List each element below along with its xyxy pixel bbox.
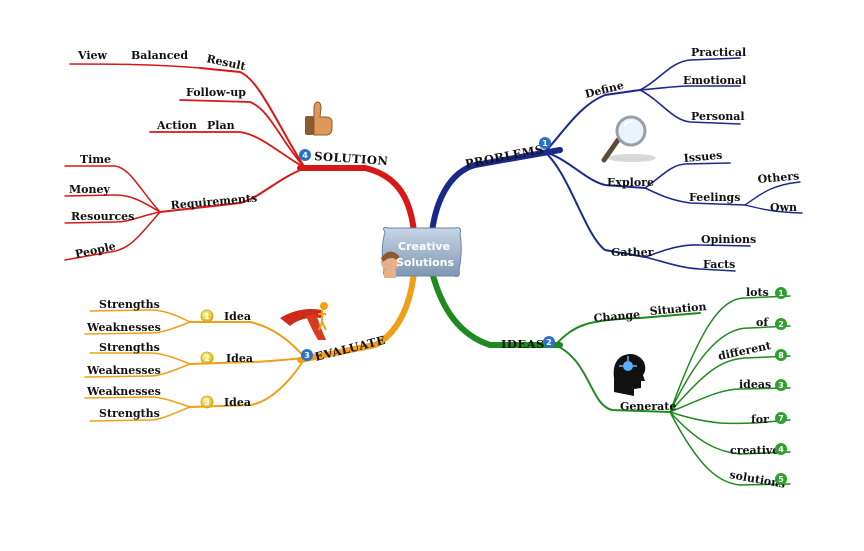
requirements-label[interactable]: Requirements [170,191,258,212]
feelings-label[interactable]: Feelings [689,191,740,204]
svg-text:2: 2 [204,354,210,363]
define-item[interactable]: Personal [691,110,745,123]
solution-title[interactable]: SOLUTION [314,149,389,168]
center-title-line1: Creative [398,240,450,253]
gather-item[interactable]: Facts [703,258,735,271]
action-label[interactable]: Action [156,119,197,132]
generate-label[interactable]: Generate [620,400,676,413]
problems-main-stroke [429,147,563,235]
requirement-item[interactable]: Resources [71,210,134,223]
center-node[interactable]: Creative Solutions [381,227,462,279]
svg-text:2: 2 [546,338,552,347]
thinker-head-icon [381,251,399,278]
idea-item[interactable]: Strengths [99,341,160,354]
svg-text:creative: creative [730,444,779,457]
situation-label[interactable]: Situation [649,300,707,318]
followup-label[interactable]: Follow-up [186,86,246,99]
evaluate-badge: 3 [301,349,313,361]
problems-branch [429,57,803,272]
svg-text:3: 3 [778,381,784,390]
generate-item[interactable]: creative 4 [730,443,787,457]
ideas-main-stroke [429,269,563,348]
svg-text:of: of [756,316,769,329]
magnifying-glass-icon [601,115,656,163]
svg-text:2: 2 [778,320,784,329]
idea-item[interactable]: Strengths [99,298,160,311]
requirement-item[interactable]: Money [69,183,111,196]
svg-text:Idea: Idea [226,352,253,365]
solution-branch [64,63,417,261]
evaluate-main-stroke [297,269,417,363]
generate-item[interactable]: of 2 [756,316,787,330]
idea-node[interactable]: 3 Idea [200,395,251,409]
ideas-title[interactable]: IDEAS [501,337,545,351]
solution-badge: 4 [299,149,311,161]
gather-item[interactable]: Opinions [701,233,756,246]
issues-label[interactable]: Issues [683,149,723,165]
idea-item[interactable]: Weaknesses [86,321,161,334]
thumbs-up-icon [305,101,333,136]
change-label[interactable]: Change [593,308,641,325]
svg-text:Idea: Idea [224,310,251,323]
plan-label[interactable]: Plan [207,119,235,132]
svg-text:7: 7 [778,414,784,423]
evaluate-branch [84,269,417,422]
svg-text:3: 3 [304,351,310,360]
idea-item[interactable]: Strengths [99,407,160,420]
svg-text:4: 4 [302,151,308,160]
idea-item[interactable]: Weaknesses [86,364,161,377]
svg-text:Idea: Idea [224,396,251,409]
ideas-badge: 2 [543,336,555,348]
svg-text:1: 1 [542,139,548,148]
gather-label[interactable]: Gather [611,246,654,259]
generate-item[interactable]: solutions 5 [728,468,787,491]
svg-text:different: different [717,339,773,363]
idea-node[interactable]: 1 Idea [200,309,251,323]
define-item[interactable]: Practical [691,46,746,59]
svg-text:5: 5 [778,475,784,484]
svg-text:8: 8 [778,351,784,360]
requirement-item[interactable]: Time [80,153,111,166]
idea-node[interactable]: 2 Idea [200,351,253,365]
crossroads-figure-icon [280,302,328,340]
idea-item[interactable]: Weaknesses [86,385,161,398]
generate-item[interactable]: for 7 [751,412,787,426]
svg-text:4: 4 [778,445,784,454]
generate-item[interactable]: different 8 [717,339,787,363]
svg-text:1: 1 [204,312,210,321]
result-item[interactable]: Balanced [131,49,188,62]
result-item[interactable]: View [77,49,108,62]
solution-main-stroke [297,165,417,235]
generate-item[interactable]: ideas 3 [739,378,787,391]
svg-text:3: 3 [204,398,210,407]
svg-text:1: 1 [778,289,784,298]
svg-text:for: for [751,413,769,426]
requirement-item[interactable]: People [74,240,117,261]
define-label[interactable]: Define [584,79,626,101]
ideas-branch [429,269,791,486]
feelings-item[interactable]: Others [757,169,800,186]
problems-badge: 1 [539,137,551,149]
feelings-item[interactable]: Own [770,201,797,214]
explore-label[interactable]: Explore [607,176,654,189]
define-item[interactable]: Emotional [683,74,746,87]
svg-text:ideas: ideas [739,378,771,391]
center-title-line2: Solutions [396,256,454,269]
svg-text:lots: lots [746,286,769,299]
generate-item[interactable]: lots 1 [746,286,787,299]
problems-title[interactable]: PROBLEMS [464,142,545,171]
thinking-head-icon [613,354,646,396]
